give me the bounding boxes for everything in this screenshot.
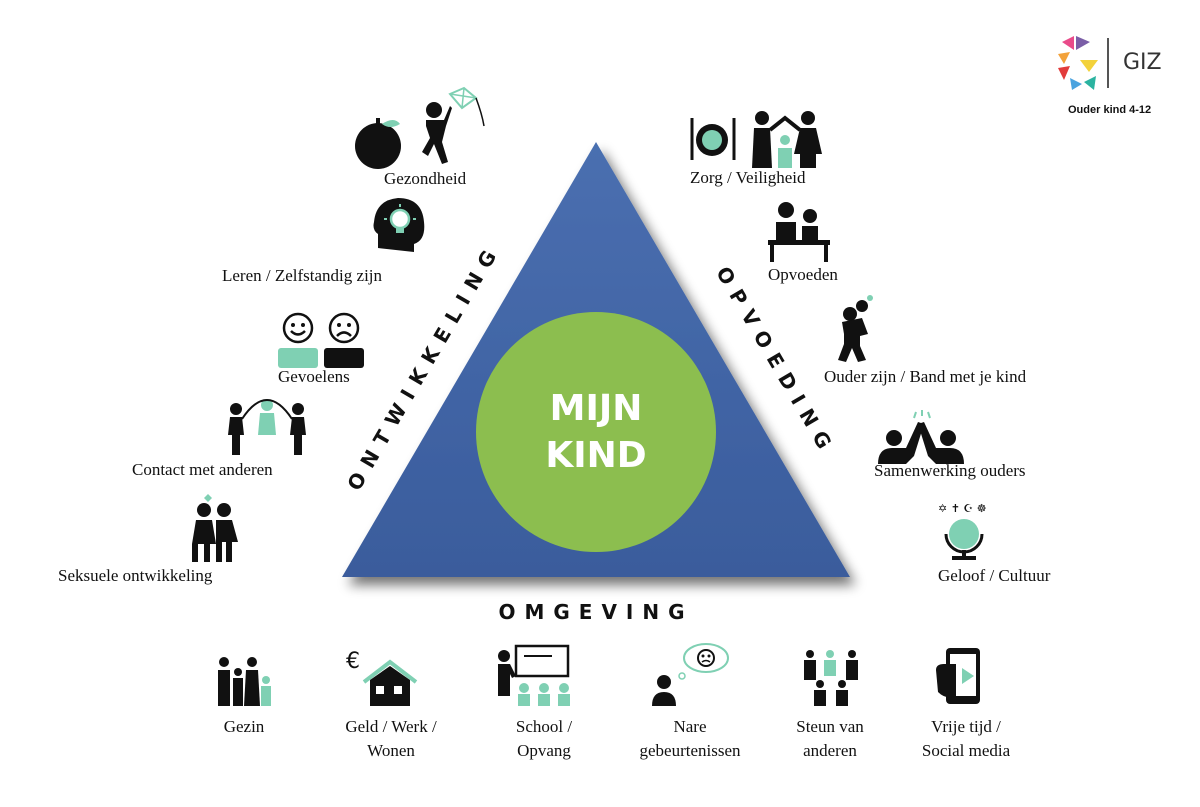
label-geloof: Geloof / Cultuur <box>938 566 1051 585</box>
center-line2: KIND <box>545 435 646 476</box>
label-seksuele: Seksuele ontwikkeling <box>58 566 213 585</box>
piggyback-icon <box>836 294 876 362</box>
label-gezondheid: Gezondheid <box>384 169 467 188</box>
label-steun-2: anderen <box>803 741 857 760</box>
giz-logo-subtitle: Ouder kind 4-12 <box>1068 104 1152 116</box>
label-school-1: School / <box>515 717 573 736</box>
emotions-icon <box>276 312 366 368</box>
center-line1: MIJN <box>550 388 643 429</box>
label-zorg: Zorg / Veiligheid <box>690 168 806 187</box>
label-samenwerking: Samenwerking ouders <box>874 461 1026 480</box>
support-group-icon <box>800 646 862 706</box>
label-vrije-2: Social media <box>921 741 1011 760</box>
family-icon <box>214 656 274 708</box>
house-money-icon: € <box>346 648 426 708</box>
label-contact: Contact met anderen <box>132 460 273 479</box>
label-opvoeden: Opvoeden <box>768 265 838 284</box>
label-steun-1: Steun van <box>796 717 864 736</box>
globe-religion-icon: ✡ ✝ ☪ ☸ <box>934 500 994 560</box>
classroom-icon <box>494 642 574 708</box>
couple-icon <box>186 492 242 564</box>
label-ouder: Ouder zijn / Band met je kind <box>824 367 1027 386</box>
label-leren: Leren / Zelfstandig zijn <box>222 266 383 285</box>
label-geld-1: Geld / Werk / <box>345 717 437 736</box>
sad-thought-icon <box>650 640 730 706</box>
giz-logo-icon <box>1058 36 1109 90</box>
label-gevoelens: Gevoelens <box>278 367 350 386</box>
plate-family-icon <box>688 110 838 170</box>
giz-logo-name: GIZ <box>1123 50 1162 75</box>
side-bottom-label: OMGEVING <box>498 600 693 624</box>
label-nare-1: Nare <box>673 717 707 736</box>
center-circle <box>476 312 716 552</box>
label-geld-2: Wonen <box>367 741 415 760</box>
label-school-2: Opvang <box>517 741 571 760</box>
head-lightbulb-icon <box>370 194 430 256</box>
phone-hand-icon <box>934 646 986 706</box>
apple-icon <box>352 112 408 170</box>
giz-logo: GIZ Ouder kind 4-12 <box>1050 32 1170 122</box>
label-nare-2: gebeurtenissen <box>639 741 741 760</box>
high-five-icon <box>876 408 966 464</box>
label-gezin: Gezin <box>223 717 265 736</box>
kite-child-icon <box>414 86 494 170</box>
svg-text:✡ ✝ ☪ ☸: ✡ ✝ ☪ ☸ <box>938 502 987 515</box>
svg-text:€: € <box>346 649 360 674</box>
label-vrije-1: Vrije tijd / <box>931 717 1001 736</box>
parent-child-table-icon <box>764 200 834 262</box>
jumprope-children-icon <box>222 395 312 457</box>
